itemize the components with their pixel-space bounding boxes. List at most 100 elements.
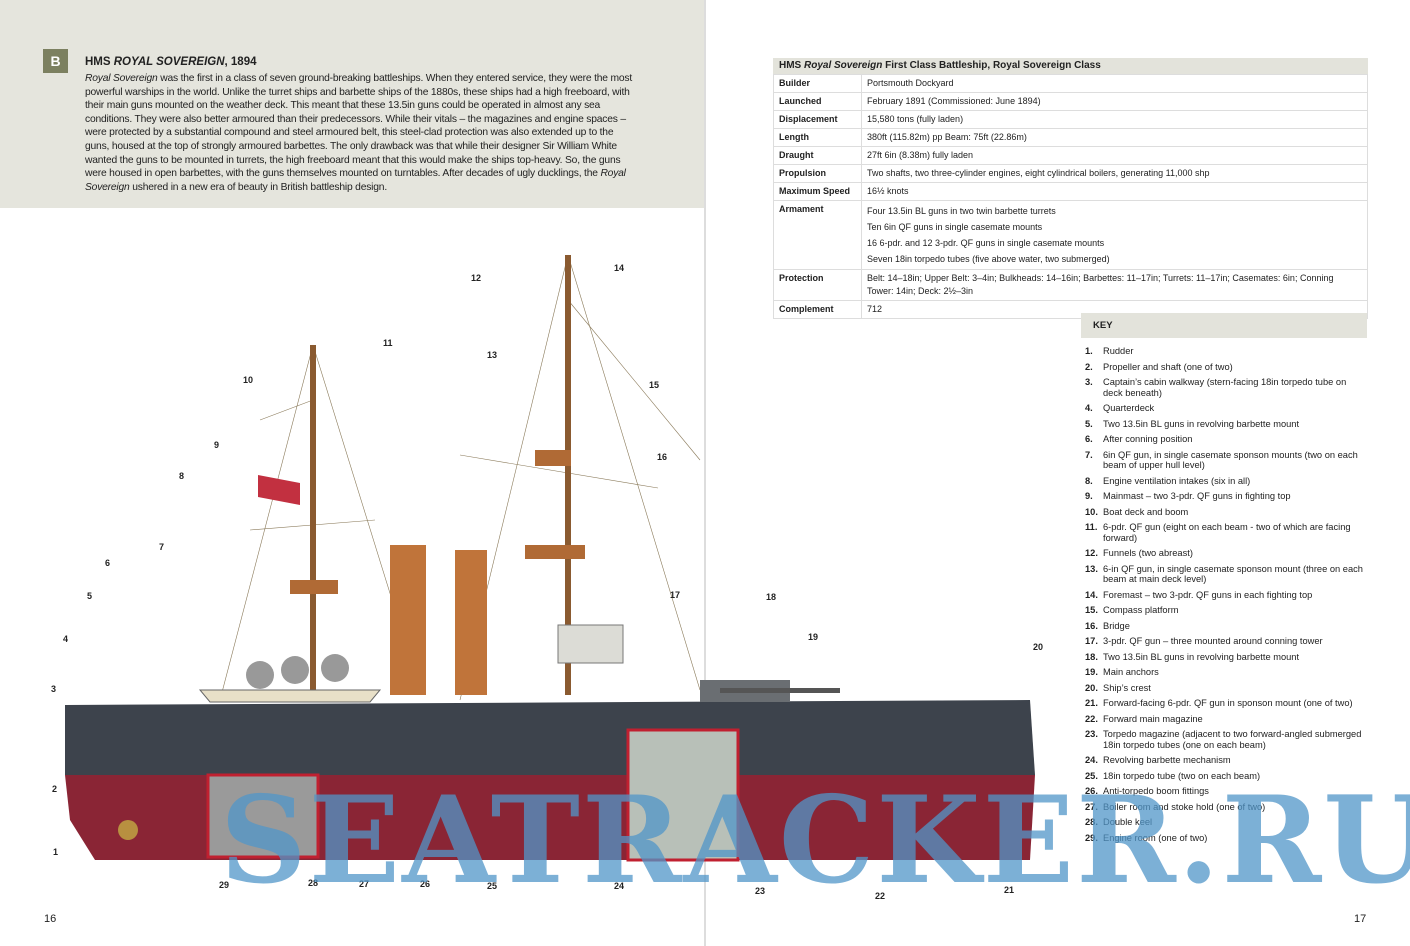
intro-panel bbox=[0, 0, 705, 208]
spec-label: Builder bbox=[773, 74, 862, 93]
spec-value: Four 13.5in BL guns in two twin barbette… bbox=[861, 200, 1368, 270]
spec-value: 380ft (115.82m) pp Beam: 75ft (22.86m) bbox=[861, 128, 1368, 147]
key-number: 25. bbox=[1085, 770, 1098, 781]
key-text: Two 13.5in BL guns in revolving barbette… bbox=[1103, 418, 1300, 429]
key-number: 22. bbox=[1085, 713, 1098, 724]
spec-table: HMS Royal Sovereign First Class Battlesh… bbox=[773, 58, 1368, 319]
key-text: 6-in QF gun, in single casemate sponson … bbox=[1103, 563, 1363, 585]
armament-line: Seven 18in torpedo tubes (five above wat… bbox=[867, 254, 1110, 264]
key-item: 27.Boiler room and stoke hold (one of tw… bbox=[1085, 802, 1365, 813]
key-item: 12.Funnels (two abreast) bbox=[1085, 548, 1365, 559]
callout-number: 22 bbox=[875, 891, 886, 901]
key-item: 24.Revolving barbette mechanism bbox=[1085, 755, 1365, 766]
callout-number: 17 bbox=[670, 590, 681, 600]
bridge bbox=[557, 624, 624, 664]
rigging bbox=[219, 254, 701, 701]
key-item: 18.Two 13.5in BL guns in revolving barbe… bbox=[1085, 652, 1365, 663]
callout-number: 16 bbox=[657, 452, 668, 462]
spec-label: Length bbox=[773, 128, 862, 147]
key-text: 3-pdr. QF gun – three mounted around con… bbox=[1103, 636, 1323, 646]
spec-label: Propulsion bbox=[773, 164, 862, 183]
key-number: 12. bbox=[1085, 548, 1098, 558]
key-text: 6in QF gun, in single casemate sponson m… bbox=[1103, 449, 1358, 471]
spec-label: Draught bbox=[773, 146, 862, 165]
key-text: Anti-torpedo boom fittings bbox=[1103, 786, 1209, 796]
armament-line: Four 13.5in BL guns in two twin barbette… bbox=[867, 206, 1056, 216]
callout-number: 5 bbox=[87, 591, 93, 601]
callout-number: 14 bbox=[614, 263, 625, 273]
callout-number: 7 bbox=[159, 542, 165, 552]
key-item: 5.Two 13.5in BL guns in revolving barbet… bbox=[1085, 419, 1365, 430]
key-number: 26. bbox=[1085, 786, 1098, 796]
callout-number: 1 bbox=[53, 847, 59, 857]
key-number: 23. bbox=[1085, 729, 1098, 739]
ship-illustration bbox=[65, 254, 1035, 862]
key-text: Compass platform bbox=[1103, 605, 1179, 615]
fore-fighting-top bbox=[535, 450, 571, 466]
intro-ship-name: Royal Sovereign bbox=[85, 73, 158, 84]
key-number: 15. bbox=[1085, 605, 1098, 615]
key-item: 6.After conning position bbox=[1085, 434, 1365, 445]
key-text: Engine ventilation intakes (six in all) bbox=[1103, 475, 1251, 486]
key-number: 3. bbox=[1085, 377, 1093, 387]
boats bbox=[198, 689, 382, 703]
key-item: 7. 6in QF gun, in single casemate sponson… bbox=[1085, 450, 1365, 471]
caption-prefix: HMS bbox=[779, 60, 804, 71]
key-number: 7. bbox=[1085, 449, 1093, 460]
key-number: 17. bbox=[1085, 636, 1098, 646]
armament-line: 16 6-pdr. and 12 3-pdr. QF guns in singl… bbox=[867, 238, 1105, 248]
callout-number: 10 bbox=[243, 375, 254, 385]
key-item: 20.Ship’s crest bbox=[1085, 683, 1365, 694]
spec-caption: HMS Royal Sovereign First Class Battlesh… bbox=[773, 58, 1368, 74]
callout-number: 15 bbox=[649, 380, 660, 390]
spec-value: Two shafts, two three-cylinder engines, … bbox=[861, 164, 1368, 183]
magazine-cutaway bbox=[626, 728, 740, 862]
key-item: 23.Torpedo magazine (adjacent to two for… bbox=[1085, 729, 1365, 750]
fore-lower-top bbox=[525, 545, 585, 559]
key-number: 4. bbox=[1085, 403, 1093, 413]
key-text: 6-pdr. QF gun (eight on each beam - two … bbox=[1103, 522, 1351, 543]
section-badge: B bbox=[43, 49, 68, 73]
key-text: After conning position bbox=[1103, 434, 1193, 444]
fore-guns bbox=[720, 688, 840, 693]
callout-number: 28 bbox=[308, 878, 319, 888]
key-item: 26. Anti-torpedo boom fittings bbox=[1085, 786, 1365, 797]
key-number: 28. bbox=[1085, 817, 1098, 827]
spec-value: 15,580 tons (fully laden) bbox=[861, 110, 1368, 129]
key-text: Double keel bbox=[1103, 817, 1153, 827]
key-number: 29. bbox=[1085, 832, 1098, 843]
spec-value: Portsmouth Dockyard bbox=[861, 74, 1368, 93]
aft-funnel bbox=[390, 545, 426, 695]
title-ship-name: ROYAL SOVEREIGN bbox=[113, 56, 225, 68]
caption-suffix: First Class Battleship, Royal Sovereign … bbox=[882, 60, 1101, 71]
page-number-right: 17 bbox=[1354, 913, 1367, 925]
key-text: Engine room (one of two) bbox=[1103, 832, 1208, 843]
page-gutter bbox=[704, 0, 706, 946]
intro-body: was the first in a class of seven ground… bbox=[85, 73, 632, 180]
key-text: Forward main magazine bbox=[1103, 713, 1203, 724]
key-item: 11.6-pdr. QF gun (eight on each beam - t… bbox=[1085, 522, 1365, 543]
key-text: Foremast – two 3-pdr. QF guns in each fi… bbox=[1103, 589, 1313, 600]
key-number: 10. bbox=[1085, 506, 1098, 517]
page-number-left: 16 bbox=[44, 913, 57, 925]
engine-room-cutaway bbox=[206, 773, 320, 859]
key-item: 16.Bridge bbox=[1085, 621, 1365, 632]
key-item: 1.Rudder bbox=[1085, 346, 1365, 357]
section-title: HMS ROYAL SOVEREIGN, 1894 bbox=[85, 56, 257, 68]
key-number: 19. bbox=[1085, 667, 1098, 677]
key-text: Boat deck and boom bbox=[1103, 506, 1189, 517]
key-item: 13.6-in QF gun, in single casemate spons… bbox=[1085, 564, 1365, 585]
key-item: 19.Main anchors bbox=[1085, 667, 1365, 678]
callout-number: 23 bbox=[755, 886, 766, 896]
intro-ship-name: Royal Sovereign bbox=[85, 168, 626, 193]
key-text: Propeller and shaft (one of two) bbox=[1103, 361, 1233, 372]
callout-number: 2 bbox=[52, 784, 58, 794]
intro-body-end: ushered in a new era of beauty in Britis… bbox=[129, 181, 387, 193]
key-number: 9. bbox=[1085, 491, 1093, 501]
